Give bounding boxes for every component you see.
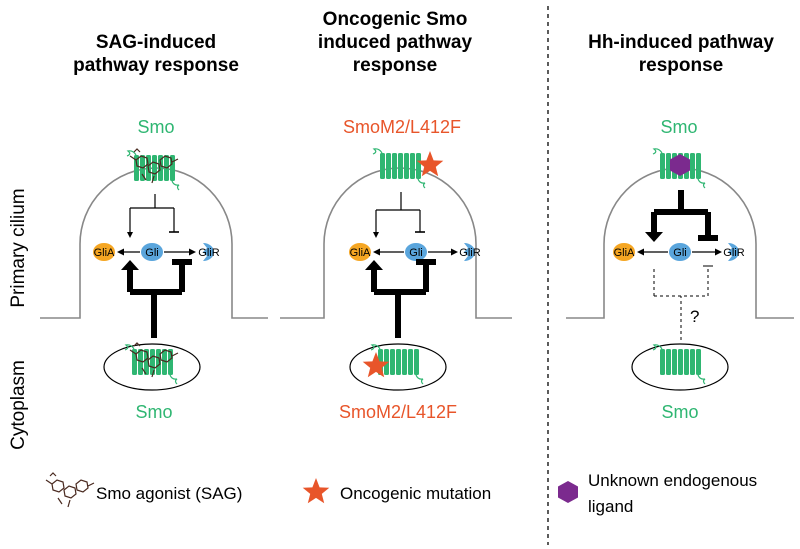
- gli-label: Gli: [145, 247, 158, 259]
- glia-label: GliA: [614, 247, 635, 259]
- legend-ligand-label-line1: Unknown endogenous: [588, 471, 757, 490]
- ligand-hexagon-icon: [670, 154, 690, 176]
- glir-label: GliR: [198, 247, 219, 259]
- smo-receptor-icon: [124, 344, 178, 385]
- receptor-label-bottom: Smo: [135, 402, 172, 422]
- glia-label: GliA: [94, 247, 115, 259]
- gli-label: Gli: [409, 247, 422, 259]
- panel2-title-line1: Oncogenic Smo: [323, 9, 468, 30]
- panel2-title-line3: response: [353, 55, 437, 76]
- panel1-title-line2: pathway response: [73, 55, 239, 76]
- receptor-label-top: SmoM2/L412F: [343, 117, 461, 137]
- panel-hh: Hh-induced pathway response Smo GliA Gli…: [566, 32, 794, 422]
- legend-ligand-icon: [558, 481, 578, 503]
- legend-agonist-label: Smo agonist (SAG): [96, 484, 242, 503]
- panel3-title-line1: Hh-induced pathway: [588, 32, 774, 53]
- legend-sag-icon: [45, 472, 95, 508]
- side-label-cytoplasm: Cytoplasm: [8, 360, 29, 450]
- legend: Smo agonist (SAG) Oncogenic mutation Unk…: [45, 471, 757, 516]
- panel-oncogenic: Oncogenic Smo induced pathway response S…: [280, 9, 512, 422]
- smo-receptor-icon: [652, 344, 706, 385]
- smo-receptor-icon: [126, 150, 180, 191]
- legend-star-icon: [302, 478, 330, 504]
- legend-mutation-label: Oncogenic mutation: [340, 484, 491, 503]
- receptor-label-top: Smo: [137, 117, 174, 137]
- panel1-title-line1: SAG-induced: [96, 32, 216, 53]
- vesicle: [103, 343, 201, 391]
- panel-sag: SAG-induced pathway response Smo GliA Gl…: [40, 32, 268, 422]
- legend-ligand-label-line2: ligand: [588, 497, 633, 516]
- vesicle: [631, 343, 729, 391]
- side-label-primary-cilium: Primary cilium: [8, 188, 29, 307]
- gli-label: Gli: [673, 247, 686, 259]
- smo-receptor-icon: [372, 148, 426, 189]
- vesicle: [349, 343, 447, 391]
- glir-label: GliR: [723, 247, 744, 259]
- receptor-label-bottom: Smo: [661, 402, 698, 422]
- question-mark: ?: [690, 307, 699, 326]
- glir-label: GliR: [459, 247, 480, 259]
- panel2-title-line2: induced pathway: [318, 32, 473, 53]
- glia-label: GliA: [350, 247, 371, 259]
- receptor-label-bottom: SmoM2/L412F: [339, 402, 457, 422]
- receptor-label-top: Smo: [660, 117, 697, 137]
- panel3-title-line2: response: [639, 55, 723, 76]
